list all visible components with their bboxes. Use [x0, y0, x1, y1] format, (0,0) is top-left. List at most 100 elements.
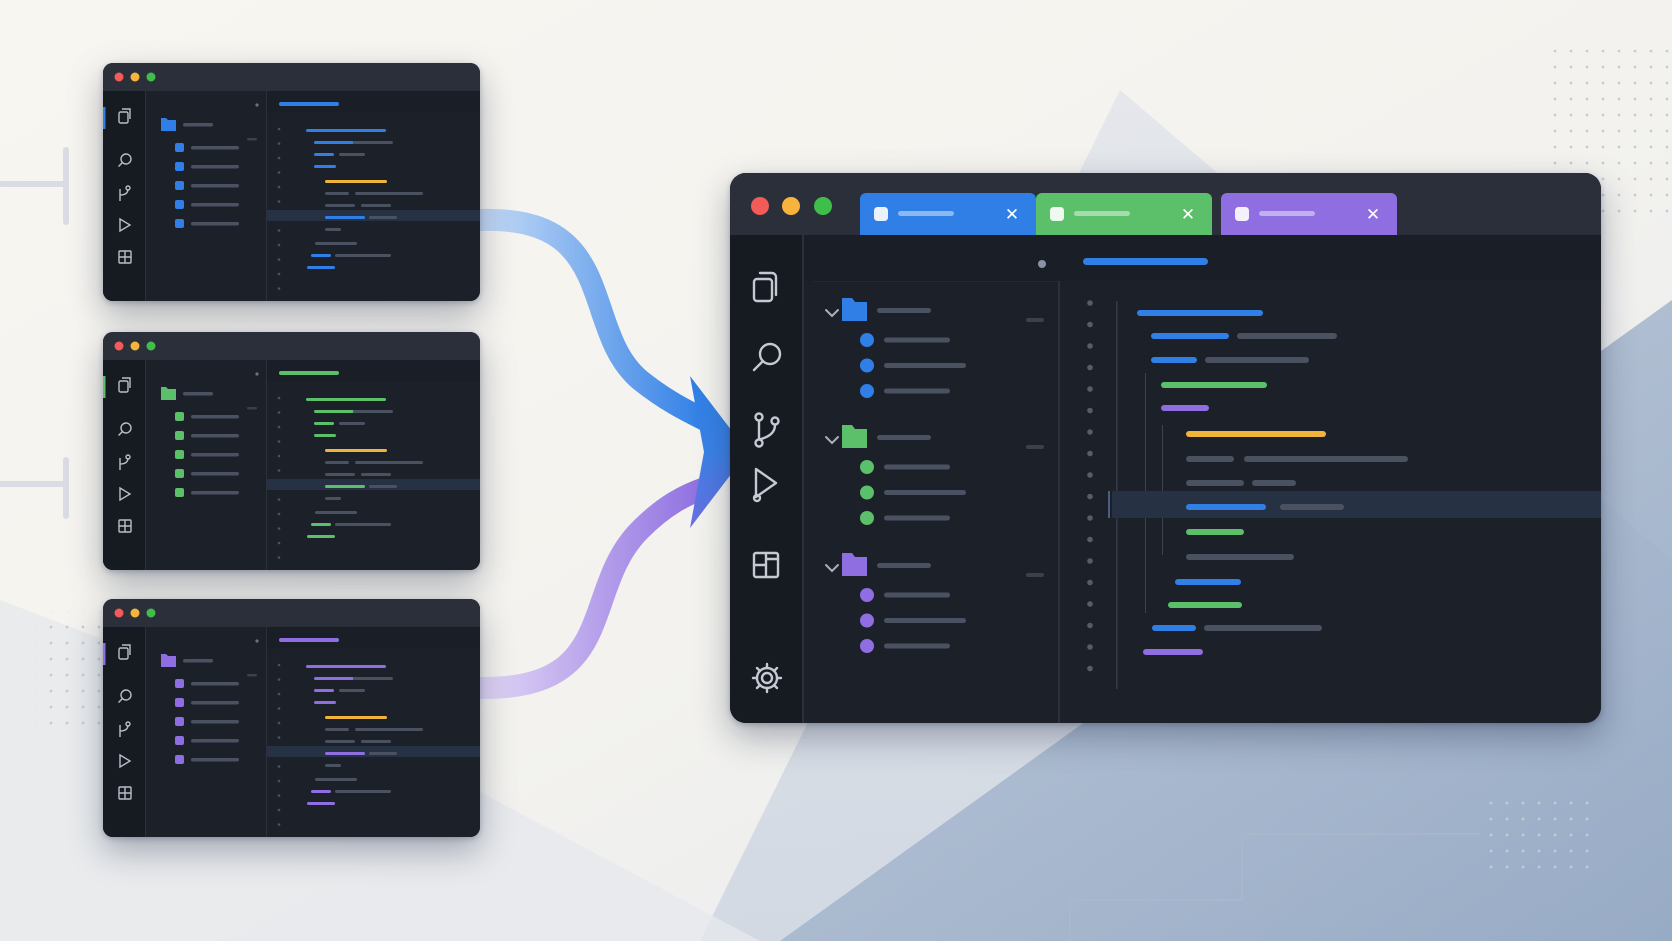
chevron-down-icon[interactable]	[825, 309, 839, 318]
folder-icon[interactable]	[842, 298, 867, 321]
source-control-icon[interactable]	[125, 721, 131, 727]
code-line	[325, 192, 349, 195]
file-icon[interactable]	[860, 460, 874, 474]
gutter-dot	[277, 142, 281, 145]
main-editor-window: ✕ ✕ ✕	[730, 173, 1601, 723]
files-icon[interactable]	[752, 277, 774, 303]
code-line	[335, 254, 391, 257]
code-line	[1143, 649, 1203, 655]
gutter-dot	[1087, 364, 1093, 371]
file-name	[191, 415, 239, 419]
search-icon[interactable]	[120, 422, 132, 434]
search-icon[interactable]	[758, 342, 782, 366]
gutter-dot	[277, 663, 281, 667]
gear-icon[interactable]	[755, 666, 779, 690]
gutter-dot	[1087, 536, 1093, 543]
gutter-dot	[277, 229, 281, 232]
file-icon	[175, 412, 184, 421]
gutter-dot	[277, 527, 281, 530]
editor-header	[267, 91, 480, 113]
chevron-down-icon[interactable]	[825, 436, 839, 445]
extensions-icon[interactable]	[119, 787, 131, 799]
run-icon[interactable]	[119, 753, 132, 769]
file-icon[interactable]	[860, 511, 874, 525]
file-icon[interactable]	[860, 485, 874, 500]
divider	[802, 235, 804, 723]
editor-tab-3[interactable]: ✕	[1221, 193, 1397, 235]
files-icon[interactable]	[122, 108, 131, 119]
arrow-blue	[469, 208, 716, 431]
minimize-dot[interactable]	[130, 72, 140, 82]
folder-icon[interactable]	[842, 553, 867, 576]
zoom-dot[interactable]	[146, 608, 156, 618]
zoom-dot[interactable]	[146, 341, 156, 351]
tab-background[interactable]	[860, 193, 1036, 235]
file-icon[interactable]	[860, 613, 874, 628]
more-actions-dot[interactable]	[1038, 260, 1046, 268]
extensions-icon[interactable]	[119, 251, 131, 263]
close-dot[interactable]	[751, 197, 769, 215]
file-icon[interactable]	[860, 639, 874, 653]
file-icon[interactable]	[860, 588, 874, 602]
source-control-icon[interactable]	[125, 185, 131, 191]
file-icon	[175, 431, 184, 440]
file-name	[191, 222, 239, 226]
file-icon[interactable]	[860, 358, 874, 373]
tab-close-icon[interactable]: ✕	[1366, 205, 1380, 225]
code-line	[325, 740, 355, 743]
minimize-dot[interactable]	[782, 197, 800, 215]
search-icon[interactable]	[118, 162, 123, 167]
file-name	[191, 146, 239, 150]
gutter-dot	[1087, 429, 1093, 435]
code-line	[325, 485, 365, 488]
files-icon[interactable]	[118, 380, 129, 393]
files-icon[interactable]	[122, 644, 131, 655]
files-icon[interactable]	[118, 111, 129, 124]
code-line	[311, 790, 331, 793]
gear-icon[interactable]	[751, 662, 783, 694]
source-control-icon[interactable]	[125, 454, 131, 460]
source-control-icon[interactable]	[757, 419, 777, 441]
search-icon[interactable]	[118, 431, 123, 436]
run-icon[interactable]	[119, 486, 132, 502]
close-dot[interactable]	[114, 341, 124, 351]
search-icon[interactable]	[752, 359, 765, 372]
close-dot[interactable]	[114, 608, 124, 618]
file-icon[interactable]	[860, 384, 874, 398]
zoom-dot[interactable]	[814, 197, 832, 215]
code-line	[339, 689, 365, 692]
files-icon[interactable]	[118, 647, 129, 660]
dot	[255, 372, 259, 376]
chevron-down-icon[interactable]	[825, 564, 839, 573]
close-dot[interactable]	[114, 72, 124, 82]
minimize-dot[interactable]	[130, 608, 140, 618]
files-icon[interactable]	[758, 271, 778, 297]
search-icon[interactable]	[120, 689, 132, 701]
file-name	[191, 491, 239, 495]
run-debug-icon[interactable]	[752, 493, 762, 503]
editor-tab-2[interactable]: ✕	[1036, 193, 1212, 235]
minimize-dot[interactable]	[130, 341, 140, 351]
tab-background[interactable]	[1036, 193, 1212, 235]
search-icon[interactable]	[120, 153, 132, 165]
extensions-icon[interactable]	[119, 520, 131, 532]
gear-icon[interactable]	[760, 671, 774, 685]
code-line	[1186, 529, 1244, 535]
gutter-dot	[277, 823, 281, 826]
zoom-dot[interactable]	[146, 72, 156, 82]
files-icon[interactable]	[122, 377, 131, 388]
activity-bar	[730, 235, 802, 723]
folder-icon[interactable]	[842, 425, 867, 448]
activity-icons	[118, 108, 132, 264]
tab-close-icon[interactable]: ✕	[1181, 205, 1195, 225]
tab-background[interactable]	[1221, 193, 1397, 235]
file-icon[interactable]	[860, 333, 874, 347]
tab-close-icon[interactable]: ✕	[1005, 205, 1019, 225]
run-debug-icon[interactable]	[754, 467, 778, 499]
gutter-dot	[277, 808, 281, 812]
search-icon[interactable]	[118, 698, 123, 703]
editor-tab-1[interactable]: ✕	[860, 193, 1036, 235]
extensions-icon[interactable]	[752, 551, 780, 579]
code-line	[1280, 504, 1344, 510]
run-icon[interactable]	[119, 217, 132, 233]
